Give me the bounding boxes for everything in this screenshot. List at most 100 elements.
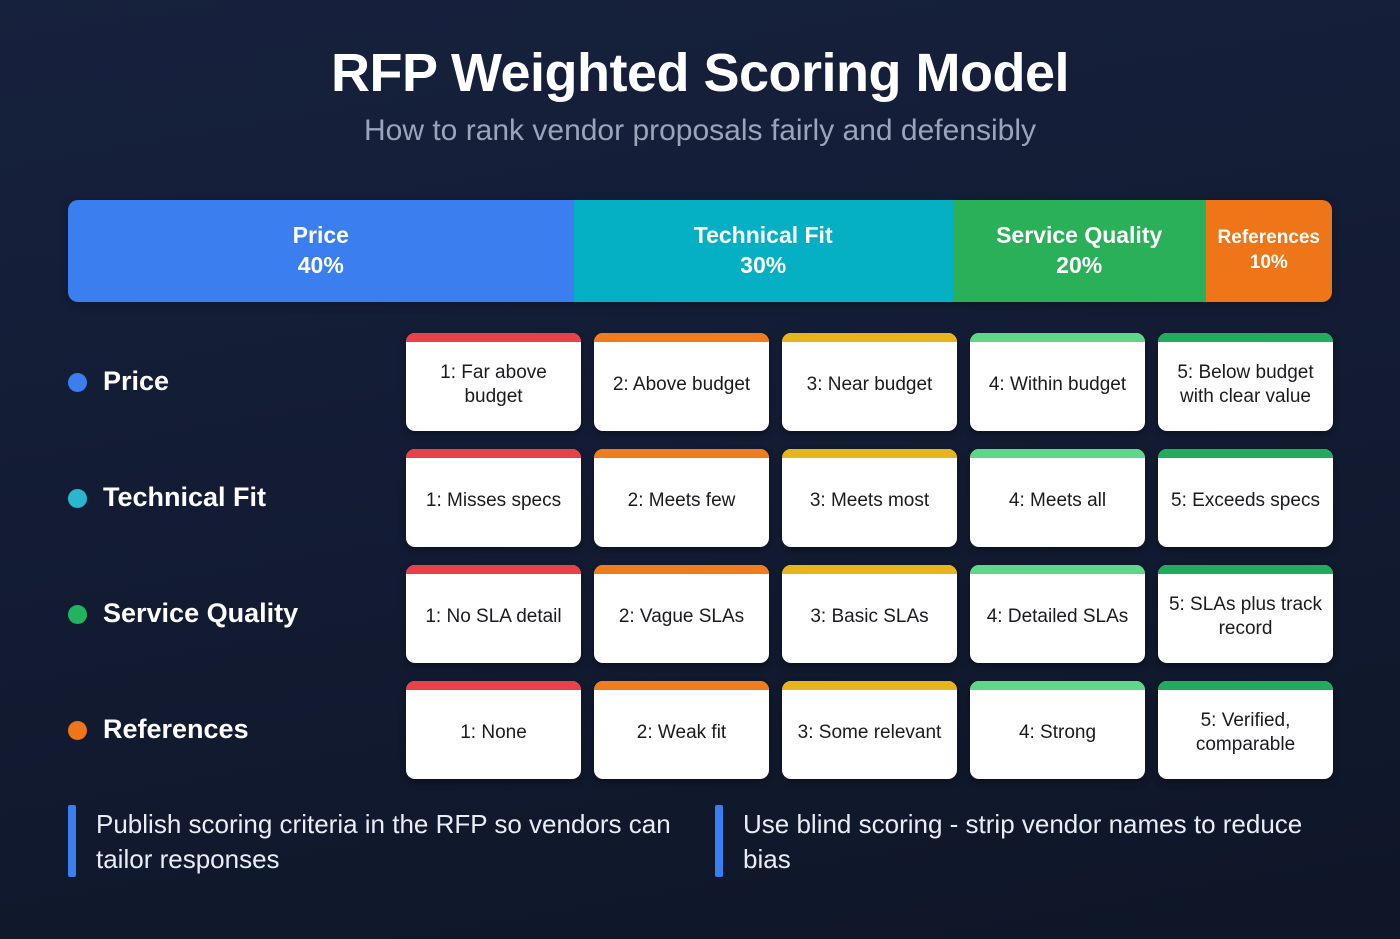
score-card-accent (594, 681, 769, 690)
score-card-text: 3: Basic SLAs (810, 606, 929, 628)
score-card: 1: Far above budget (406, 333, 581, 431)
weight-segment-percent: 30% (740, 251, 787, 278)
bullet-icon (68, 720, 87, 740)
score-card: 5: Exceeds specs (1158, 449, 1333, 547)
tips-footer: Publish scoring criteria in the RFP so v… (68, 805, 1332, 878)
criteria-row: Price 1: Far above budget 2: Above budget 3… (0, 333, 1400, 431)
score-card-accent (782, 565, 957, 574)
weight-segment-percent: 10% (1249, 252, 1288, 274)
score-card: 5: Verified, comparable (1158, 681, 1333, 779)
score-card-accent (1158, 681, 1333, 690)
score-card-text: 4: Within budget (988, 374, 1127, 396)
score-card-text: 1: Far above budget (440, 362, 547, 407)
weight-segment-name: Service Quality (996, 222, 1163, 249)
score-card-accent (782, 333, 957, 342)
score-card: 1: None (406, 681, 581, 779)
score-card-accent (970, 681, 1145, 690)
criteria-label-text: Technical Fit (103, 482, 267, 513)
score-card-accent (406, 449, 581, 458)
score-card: 5: Below budget with clear value (1158, 333, 1333, 431)
score-card-text: 5: Below budget with clear value (1177, 362, 1314, 407)
score-card: 1: No SLA detail (406, 565, 581, 663)
tip-text: Publish scoring criteria in the RFP so v… (96, 809, 671, 875)
score-card: 2: Above budget (594, 333, 769, 431)
bullet-icon (68, 372, 87, 392)
score-card-accent (406, 565, 581, 574)
score-card-accent (594, 565, 769, 574)
score-card: 4: Strong (970, 681, 1145, 779)
score-card-accent (970, 449, 1145, 458)
criteria-label-service-quality: Service Quality (68, 565, 398, 663)
score-card-group: 1: Far above budget 2: Above budget 3: Nea… (406, 333, 1333, 431)
score-card-accent (782, 681, 957, 690)
score-card-text: 4: Detailed SLAs (986, 606, 1129, 628)
score-card: 3: Some relevant (782, 681, 957, 779)
criteria-label-text: References (103, 714, 249, 745)
score-card-accent (1158, 565, 1333, 574)
score-card-text: 3: Meets most (809, 490, 930, 512)
score-card: 2: Weak fit (594, 681, 769, 779)
score-card: 4: Within budget (970, 333, 1145, 431)
score-card-text: 2: Above budget (612, 374, 751, 396)
weight-segment-percent: 40% (297, 251, 344, 278)
tip-accent-bar (68, 805, 76, 878)
page-title: RFP Weighted Scoring Model (330, 43, 1070, 103)
score-card-text: 4: Meets all (1008, 490, 1107, 512)
weight-segment-name: References (1217, 227, 1320, 249)
criteria-label-text: Price (103, 366, 170, 397)
score-card-accent (594, 449, 769, 458)
score-card: 3: Basic SLAs (782, 565, 957, 663)
score-card-accent (1158, 449, 1333, 458)
score-card-text: 3: Some relevant (797, 722, 942, 744)
score-card-accent (970, 333, 1145, 342)
score-card-accent (970, 565, 1145, 574)
score-card-group: 1: No SLA detail 2: Vague SLAs 3: Basic SL… (406, 565, 1333, 663)
criteria-label-text: Service Quality (103, 598, 299, 629)
criteria-label-price: Price (68, 333, 398, 431)
tip-item: Publish scoring criteria in the RFP so v… (68, 805, 685, 878)
score-card: 1: Misses specs (406, 449, 581, 547)
score-card-accent (594, 333, 769, 342)
score-card-text: 5: SLAs plus track record (1168, 594, 1323, 639)
criteria-row: Service Quality 1: No SLA detail 2: Vague … (0, 565, 1400, 663)
score-card-text: 5: Exceeds specs (1171, 490, 1320, 512)
bullet-icon (68, 488, 87, 508)
score-card: 3: Meets most (782, 449, 957, 547)
score-card: 3: Near budget (782, 333, 957, 431)
score-card: 4: Meets all (970, 449, 1145, 547)
score-card: 2: Vague SLAs (594, 565, 769, 663)
page-subtitle: How to rank vendor proposals fairly and … (363, 114, 1037, 148)
bullet-icon (68, 604, 87, 624)
weight-segment-name: Technical Fit (693, 222, 833, 249)
criteria-row: Technical Fit 1: Misses specs 2: Meets few… (0, 449, 1400, 547)
criteria-label-references: References (68, 681, 398, 779)
weight-segment-name: Price (292, 222, 349, 249)
score-card-accent (1158, 333, 1333, 342)
score-card-text: 3: Near budget (806, 374, 933, 396)
score-card-text: 1: Misses specs (425, 490, 562, 512)
score-card-group: 1: Misses specs 2: Meets few 3: Meets most… (406, 449, 1333, 547)
tip-text: Use blind scoring - strip vendor names t… (743, 809, 1303, 875)
tip-accent-bar (715, 805, 723, 878)
header: RFP Weighted Scoring Model How to rank v… (0, 44, 1400, 149)
criteria-label-technical-fit: Technical Fit (68, 449, 398, 547)
criteria-row: References 1: None 2: Weak fit 3: Some rele… (0, 681, 1400, 779)
score-card-text: 4: Strong (1018, 722, 1097, 744)
tip-item: Use blind scoring - strip vendor names t… (715, 805, 1332, 878)
score-card: 4: Detailed SLAs (970, 565, 1145, 663)
weight-segment-percent: 20% (1056, 251, 1103, 278)
score-card-text: 1: No SLA detail (425, 606, 562, 628)
score-card-accent (406, 681, 581, 690)
weight-segment-references: References 10% (1205, 200, 1332, 302)
score-card: 2: Meets few (594, 449, 769, 547)
scoring-matrix: Price 1: Far above budget 2: Above budget 3… (0, 333, 1400, 797)
score-card-group: 1: None 2: Weak fit 3: Some relevant 4: Str… (406, 681, 1333, 779)
score-card-text: 5: Verified, comparable (1195, 710, 1296, 755)
score-card-text: 2: Meets few (627, 490, 736, 512)
score-card-text: 1: None (460, 722, 527, 744)
